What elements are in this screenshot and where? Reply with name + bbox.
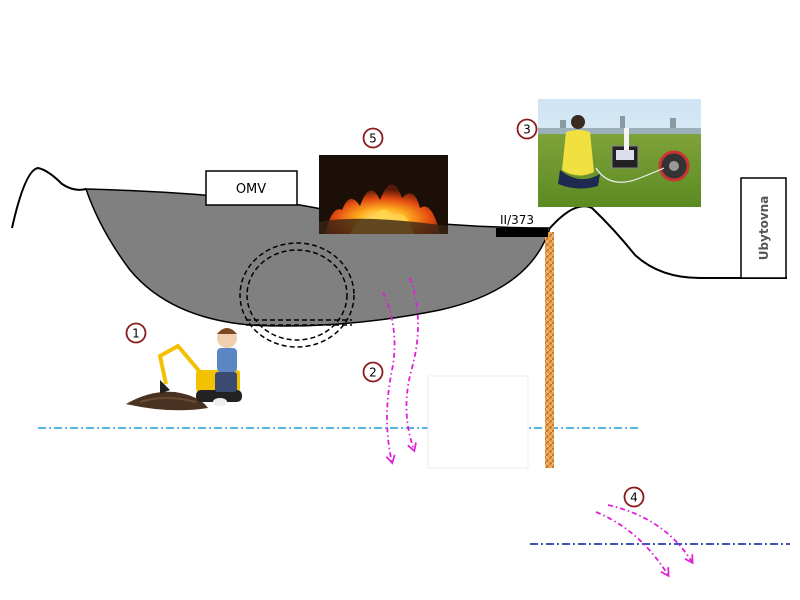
omv-label: OMV [236,182,266,197]
svg-text:3: 3 [523,123,531,137]
terrain-line [11,166,787,279]
monitoring-well-pipe [545,232,554,468]
building-label: Ubytovna [757,196,771,261]
marker-4: 4 [623,486,645,508]
landfill-body [84,188,552,327]
blank-box [427,375,529,469]
buried-object-outline [239,242,355,348]
child-excavator-icon [126,328,242,411]
marker-1: 1 [125,322,147,344]
well-label: II/373 [500,213,534,227]
field-sampling-icon [538,99,701,207]
seepage-arrows-lower [595,504,694,578]
marker-5: 5 [362,127,384,149]
burning-fire-icon [319,155,448,234]
omv-box [205,170,298,206]
svg-text:2: 2 [369,366,377,380]
svg-text:1: 1 [132,327,140,341]
building-box [740,177,787,279]
marker-3: 3 [516,118,538,140]
marker-2: 2 [362,361,384,383]
svg-text:4: 4 [630,491,638,505]
svg-text:5: 5 [369,132,377,146]
monitoring-well-cap [496,228,548,237]
seepage-arrows-landfill [382,277,419,465]
